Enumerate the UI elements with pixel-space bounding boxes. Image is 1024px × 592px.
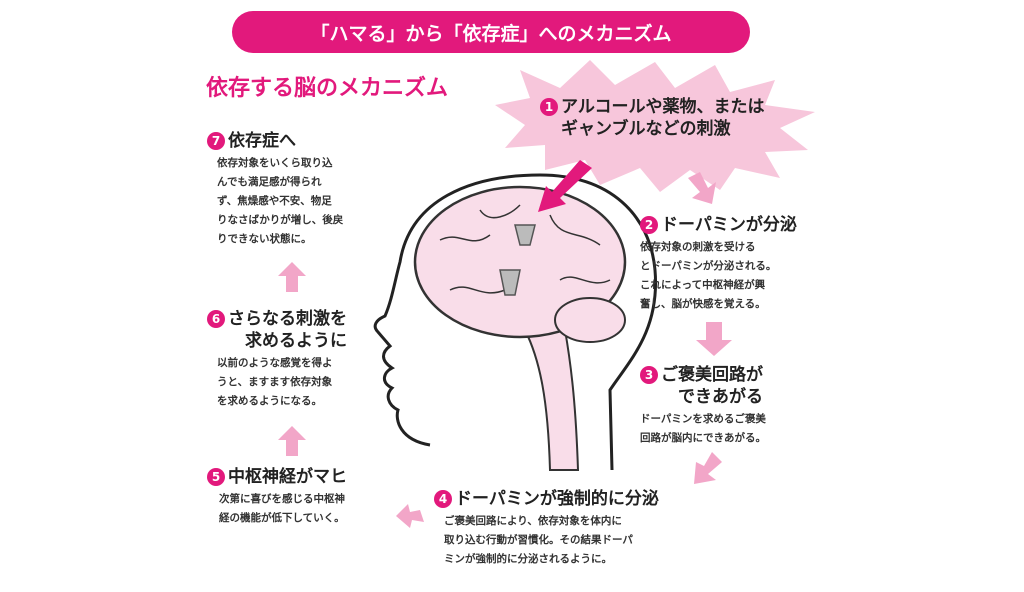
- step-number: 1: [540, 98, 558, 116]
- brain-stem: [523, 329, 580, 471]
- arrow-stimulus-to-brain: [538, 160, 592, 212]
- arrow-6-to-7: [278, 262, 306, 292]
- head-outline: [373, 173, 658, 471]
- step-number: 5: [207, 468, 225, 486]
- brain: [413, 185, 627, 339]
- step-number: 2: [640, 216, 658, 234]
- cerebellum: [554, 297, 626, 343]
- arrow-5-to-6: [278, 426, 306, 456]
- arrow-1-to-2: [688, 172, 716, 204]
- step-title: 中枢神経がマヒ: [228, 467, 347, 487]
- banner-title: 「ハマる」から「依存症」へのメカニズム: [232, 11, 750, 53]
- step-body: ドーパミンを求めるご褒美 回路が脳内にできあがる。: [640, 413, 766, 444]
- step-title: ドーパミンが強制的に分泌: [455, 489, 659, 509]
- step-title: さらなる刺激を 求めるように: [228, 309, 347, 351]
- step-body: 依存対象の刺激を受ける とドーパミンが分泌される。 これによって中枢神経が興 奮…: [640, 241, 777, 310]
- step-title: ドーパミンが分泌: [661, 215, 797, 235]
- step-number: 7: [207, 132, 225, 150]
- neuron-synapse: [499, 224, 536, 296]
- step-body: 以前のような感覚を得よ うと、ますます依存対象 を求めるようになる。: [217, 357, 333, 407]
- step-title: アルコールや薬物、または ギャンブルなどの刺激: [561, 97, 765, 139]
- step-number: 3: [640, 366, 658, 384]
- arrow-2-to-3: [696, 322, 732, 356]
- step-body: 次第に喜びを感じる中枢神 経の機能が低下していく。: [219, 493, 345, 524]
- step-title: 依存症へ: [228, 131, 296, 151]
- step-title: ご褒美回路が できあがる: [661, 365, 763, 407]
- step-number: 4: [434, 490, 452, 508]
- step-body: ご褒美回路により、依存対象を体内に 取り込む行動が習慣化。その結果ドーパ ミンが…: [444, 515, 633, 565]
- subtitle: 依存する脳のメカニズム: [206, 76, 449, 101]
- step-number: 6: [207, 310, 225, 328]
- arrow-3-to-4: [694, 452, 722, 484]
- stimulus-burst: [495, 60, 815, 192]
- brain-folds: [439, 204, 611, 294]
- arrow-4-to-5: [396, 504, 424, 528]
- step-body: 依存対象をいくら取り込 んでも満足感が得られ ず、焦燥感や不安、物足 りなさばか…: [217, 157, 344, 245]
